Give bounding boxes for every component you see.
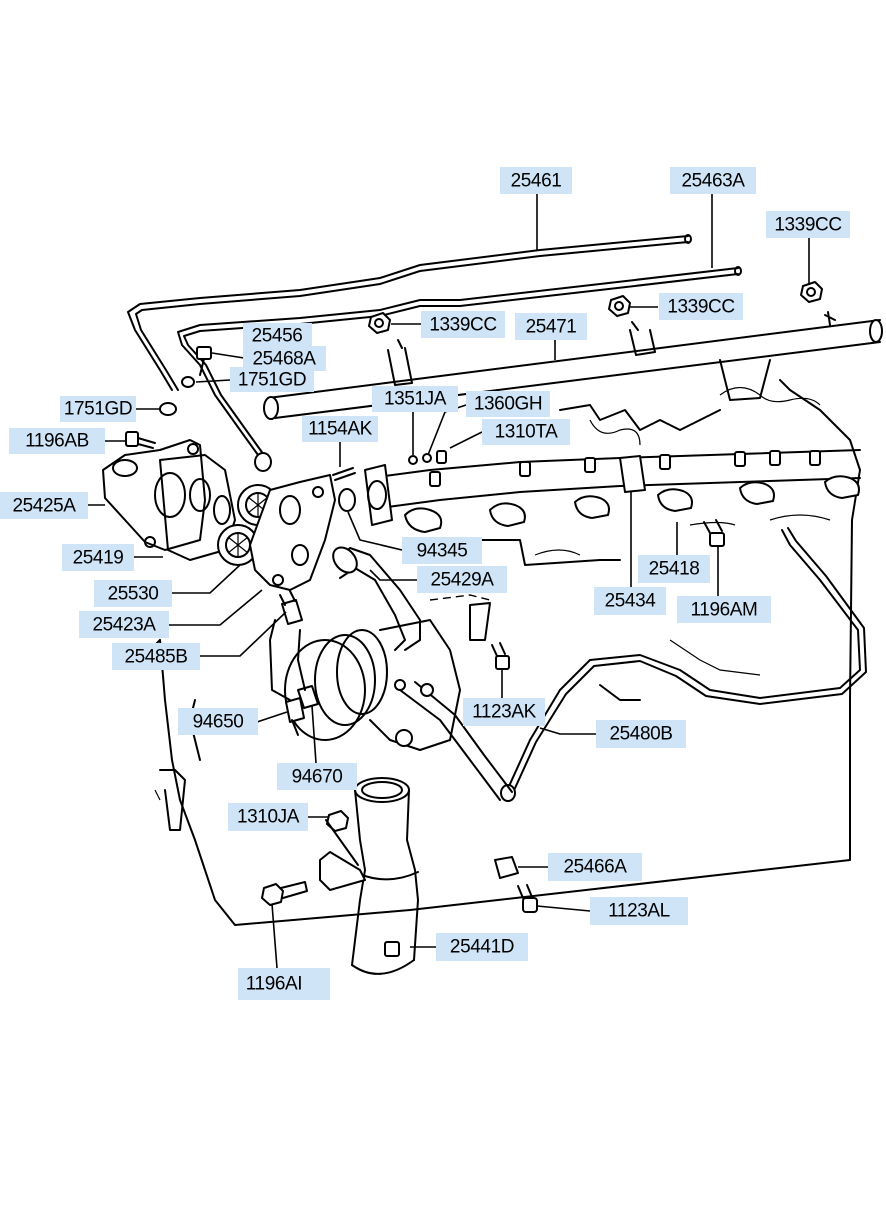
label-text: 1360GH xyxy=(474,394,542,415)
label-25425A: 25425A xyxy=(0,492,88,519)
label-text: 25471 xyxy=(526,317,577,338)
label-text: 1339CC xyxy=(429,315,496,336)
label-text: 25466A xyxy=(563,857,627,878)
label-text: 25530 xyxy=(108,584,159,605)
label-25461: 25461 xyxy=(500,167,572,194)
label-25456: 25456 xyxy=(243,323,312,348)
label-text: 25480B xyxy=(609,724,672,745)
label-text: 1751GD xyxy=(64,399,132,420)
label-25468A: 25468A xyxy=(243,346,326,371)
label-text: 25429A xyxy=(430,570,494,591)
label-text: 25456 xyxy=(252,326,303,347)
label-94670: 94670 xyxy=(277,763,357,790)
label-1339CC-a: 1339CC xyxy=(766,211,850,238)
label-text: 1339CC xyxy=(667,297,734,318)
part-labels: 25461 25463A 1339CC 1339CC 1339CC 25471 … xyxy=(0,167,850,1000)
label-text: 94670 xyxy=(292,767,343,788)
label-25423A: 25423A xyxy=(79,611,169,638)
label-1196AI: 1196AI xyxy=(238,968,330,1000)
label-text: 1123AK xyxy=(472,702,537,723)
label-text: 25434 xyxy=(605,591,657,612)
label-text: 25463A xyxy=(681,171,745,192)
label-1339CC-b: 1339CC xyxy=(659,293,743,320)
label-text: 25425A xyxy=(12,496,76,517)
label-1351JA: 1351JA xyxy=(372,386,458,412)
leader-lines xyxy=(87,193,810,969)
label-94345: 94345 xyxy=(402,537,482,564)
thermostat-housing-drawing xyxy=(102,439,461,751)
label-text: 25461 xyxy=(511,171,562,192)
label-text: 1196AB xyxy=(25,431,89,452)
label-text: 25468A xyxy=(252,349,316,370)
label-25419: 25419 xyxy=(62,544,134,571)
label-1310JA: 1310JA xyxy=(228,803,308,831)
label-25434: 25434 xyxy=(594,587,666,615)
label-text: 1123AL xyxy=(608,901,670,922)
label-text: 25485B xyxy=(124,647,187,668)
water-rail-drawing xyxy=(332,449,861,533)
label-text: 1310TA xyxy=(495,422,558,443)
label-1154AK: 1154AK xyxy=(302,416,378,442)
label-25418: 25418 xyxy=(638,555,710,583)
label-94650: 94650 xyxy=(178,708,258,735)
label-25485B: 25485B xyxy=(112,643,200,670)
label-text: 25418 xyxy=(649,559,700,580)
pipes-drawing xyxy=(127,234,883,802)
label-text: 94650 xyxy=(193,712,244,733)
label-1196AB: 1196AB xyxy=(9,428,105,454)
label-text: 1154AK xyxy=(308,419,373,440)
label-25466A: 25466A xyxy=(548,853,642,881)
label-25429A: 25429A xyxy=(417,566,507,593)
label-1751GD-a: 1751GD xyxy=(230,367,314,392)
label-1196AM: 1196AM xyxy=(677,596,771,623)
label-text: 1351JA xyxy=(384,389,447,410)
label-1339CC-c: 1339CC xyxy=(421,311,505,338)
label-text: 1196AM xyxy=(691,600,758,621)
label-text: 1196AI xyxy=(246,974,302,995)
label-25441D: 25441D xyxy=(436,933,528,961)
inlet-pipe-drawing xyxy=(319,777,419,975)
label-1751GD-b: 1751GD xyxy=(60,396,136,422)
label-text: 1339CC xyxy=(774,215,841,236)
label-25471: 25471 xyxy=(515,313,587,340)
label-1123AL: 1123AL xyxy=(590,897,688,925)
label-text: 25419 xyxy=(73,548,124,569)
label-text: 1310JA xyxy=(237,807,300,828)
label-text: 94345 xyxy=(417,541,468,562)
label-25480B: 25480B xyxy=(596,720,686,748)
label-25530: 25530 xyxy=(94,580,172,607)
engine-block-drawing xyxy=(149,359,861,926)
label-25463A: 25463A xyxy=(670,167,756,194)
label-1123AK: 1123AK xyxy=(463,698,545,726)
label-1360GH: 1360GH xyxy=(466,391,550,417)
fasteners-drawing xyxy=(125,281,836,913)
label-1310TA: 1310TA xyxy=(482,419,570,445)
label-text: 25423A xyxy=(92,615,156,636)
label-text: 1751GD xyxy=(238,370,306,391)
label-text: 25441D xyxy=(450,937,514,958)
